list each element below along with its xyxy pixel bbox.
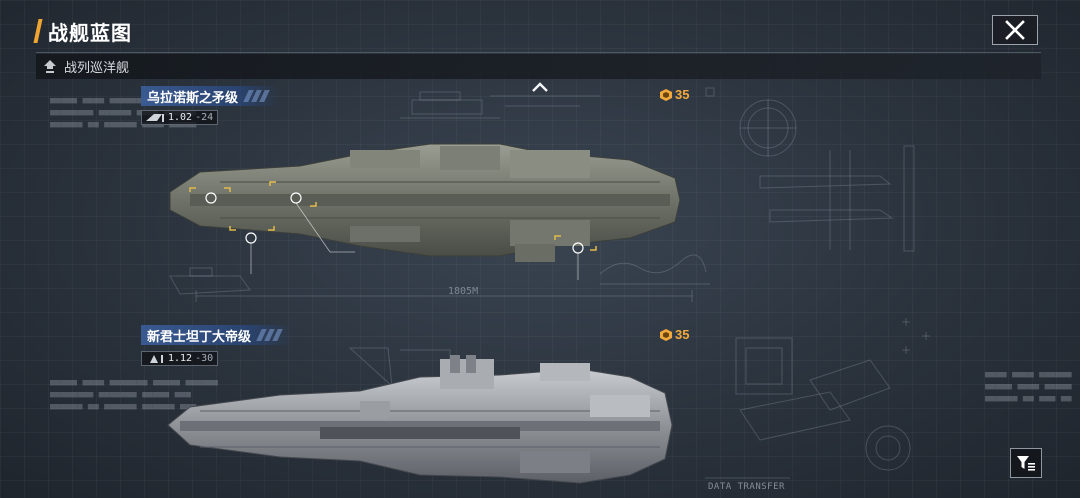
category-label: 战列巡洋舰 bbox=[64, 60, 130, 75]
stat-sub: -24 bbox=[195, 112, 214, 123]
header-divider bbox=[36, 52, 1041, 53]
blueprint-text: ■■■■■ ■■■■ ■■■■■■■ ■■■■■ ■■■■■■ bbox=[50, 378, 218, 388]
ship-stat: 1.02 -24 bbox=[141, 110, 219, 125]
filter-button[interactable] bbox=[1010, 448, 1042, 478]
close-button[interactable] bbox=[992, 15, 1038, 45]
blueprint-text: ■■■■■■ ■■ ■■■■■■ ■■■■■■ ■■■ bbox=[50, 402, 197, 412]
blueprint-text: ■■■■■■ ■■ ■■■ ■■ bbox=[985, 394, 1072, 404]
chevron-down-icon[interactable] bbox=[531, 468, 549, 480]
coin-icon bbox=[660, 88, 672, 101]
ship-length-mark: 1805M bbox=[448, 286, 479, 297]
cost-value: 35 bbox=[675, 327, 690, 342]
ship-new-constantine[interactable] bbox=[160, 355, 680, 498]
ship-name: 乌拉诺斯之矛级 bbox=[147, 89, 239, 105]
page-title: 战舰蓝图 bbox=[48, 22, 132, 45]
label-stripes bbox=[256, 329, 283, 341]
stat-main: 1.02 bbox=[168, 112, 193, 123]
page-header: 战舰蓝图 bbox=[33, 14, 132, 48]
blueprint-text: ■■■■■■■■ ■■■■■■ ■■■■ ■■■■■■ bbox=[50, 108, 197, 118]
label-stripes bbox=[243, 90, 270, 102]
close-icon bbox=[1005, 20, 1025, 40]
blueprint-text: ■■■■■■■■ ■■■■■■■ ■■■■■ ■■■ bbox=[50, 390, 191, 400]
ship-stat: 1.12 -30 bbox=[141, 351, 219, 366]
blueprint-text: ■■■■■ ■■■■ ■■■■■■■ ■■■■■ ■■■■ bbox=[50, 96, 208, 106]
ship-uranus-spear[interactable] bbox=[160, 130, 690, 280]
category-bar[interactable]: 战列巡洋舰 bbox=[36, 54, 1041, 79]
ship-name: 新君士坦丁大帝级 bbox=[147, 328, 252, 344]
rank-icon bbox=[150, 354, 163, 363]
data-transfer-label: DATA TRANSFER bbox=[708, 482, 785, 492]
blueprint-text: ■■■■■■ ■■ ■■■■■■ ■■■■ ■■■■■ bbox=[50, 120, 197, 130]
filter-icon bbox=[1017, 456, 1035, 471]
coin-icon bbox=[660, 328, 672, 341]
ship-name-label[interactable]: 新君士坦丁大帝级 bbox=[141, 325, 293, 345]
stat-main: 1.12 bbox=[168, 353, 193, 364]
blueprint-text: ■■■■ ■■■■ ■■■■■■ bbox=[985, 370, 1072, 380]
stat-sub: -30 bbox=[195, 353, 214, 364]
blueprint-text: ■■■■■ ■■■■ ■■■■■ bbox=[985, 382, 1072, 392]
header-accent bbox=[33, 19, 43, 43]
chevron-up-icon[interactable] bbox=[531, 81, 549, 93]
rank-icon bbox=[146, 113, 164, 122]
ship-name-label[interactable]: 乌拉诺斯之矛级 bbox=[141, 86, 280, 106]
ship-class-icon bbox=[44, 59, 56, 73]
ship-cost: 35 bbox=[660, 327, 689, 342]
ship-cost: 35 bbox=[660, 87, 689, 102]
cost-value: 35 bbox=[675, 87, 690, 102]
